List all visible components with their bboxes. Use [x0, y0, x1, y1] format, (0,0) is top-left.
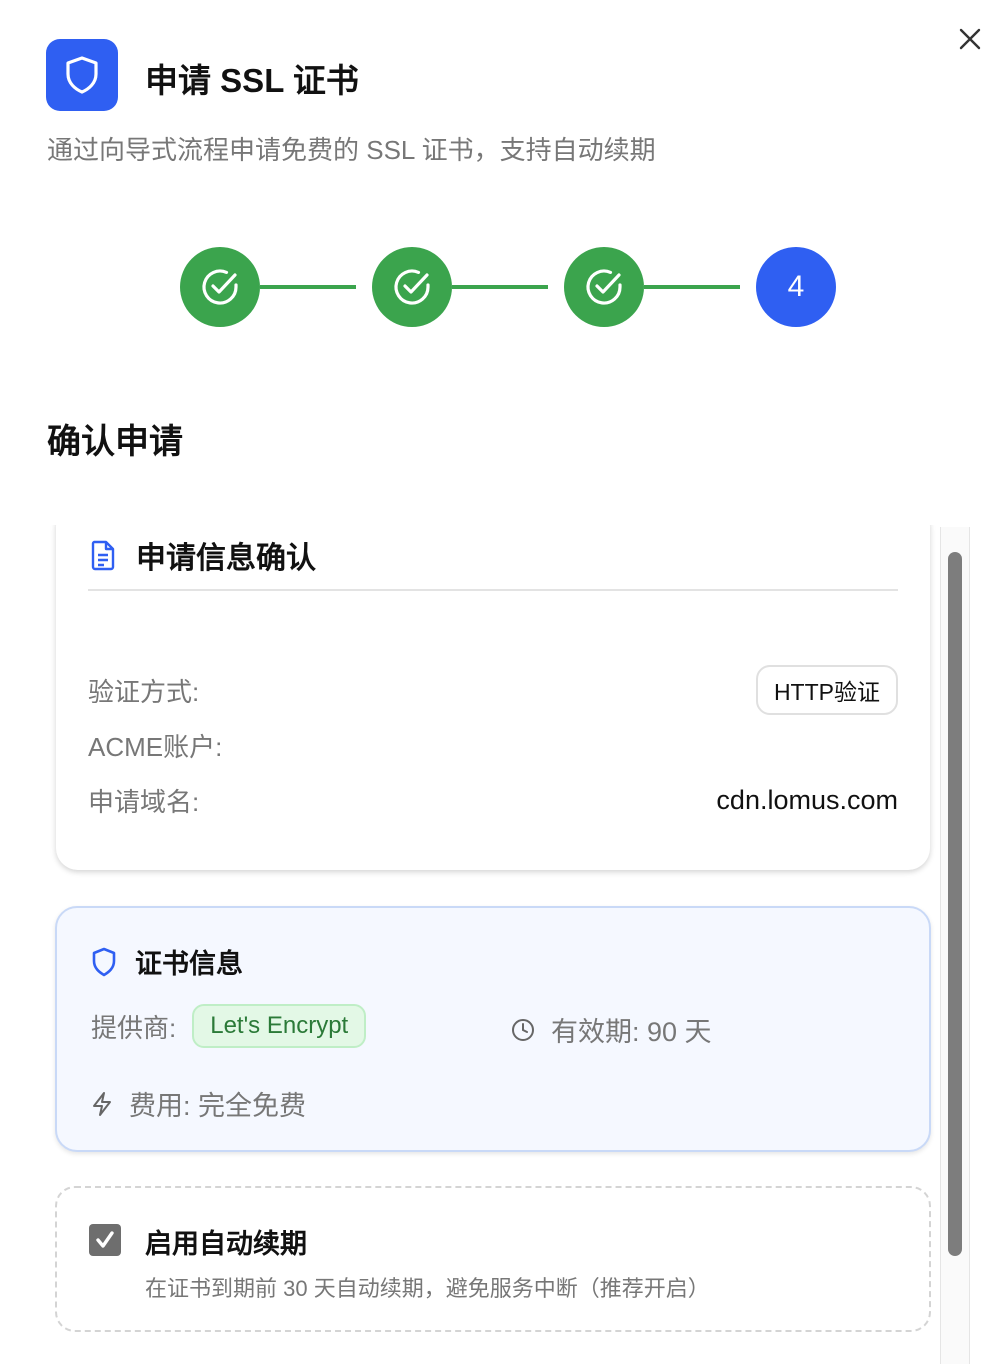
confirm-card: 申请信息确认 验证方式: HTTP验证 ACME账户: 申请域名: cdn.lo…: [56, 525, 930, 870]
domain-value: cdn.lomus.com: [716, 785, 898, 815]
auto-renew-title[interactable]: 启用自动续期: [145, 1229, 307, 1259]
step-3-complete: [564, 247, 644, 327]
document-icon: [91, 540, 115, 571]
confirm-card-title: 申请信息确认: [136, 542, 316, 575]
lightning-icon: [93, 1091, 111, 1116]
cert-title: 证书信息: [135, 949, 243, 979]
provider-label: 提供商:: [91, 1012, 177, 1043]
dialog-title: 申请 SSL 证书: [145, 62, 359, 99]
cost-row: 费用: 完全免费: [91, 1084, 306, 1123]
auto-renew-checkbox[interactable]: [89, 1224, 121, 1256]
shield-icon: [66, 56, 98, 94]
provider-row: 提供商: Let's Encrypt: [91, 1004, 367, 1048]
auto-renew-card: 启用自动续期 在证书到期前 30 天自动续期，避免服务中断（推荐开启）: [55, 1186, 931, 1332]
row-verification-method: 验证方式: HTTP验证: [88, 665, 898, 715]
auto-renew-description: 在证书到期前 30 天自动续期，避免服务中断（推荐开启）: [145, 1276, 710, 1301]
scrollbar-thumb[interactable]: [948, 552, 962, 1256]
check-circle-icon: [394, 269, 430, 305]
cost-text: 费用: 完全免费: [129, 1091, 307, 1121]
validity-row: 有效期: 90 天: [511, 1010, 712, 1049]
dialog-subtitle: 通过向导式流程申请免费的 SSL 证书，支持自动续期: [47, 135, 656, 165]
scroll-area[interactable]: 申请信息确认 验证方式: HTTP验证 ACME账户: 申请域名: cdn.lo…: [0, 525, 1006, 1364]
step-connector: [644, 285, 740, 289]
cert-header: 证书信息: [91, 942, 243, 981]
confirm-card-header: 申请信息确认: [88, 533, 316, 577]
row-label: ACME账户:: [88, 732, 223, 762]
shield-icon: [92, 947, 116, 976]
row-acme-account: ACME账户:: [88, 727, 898, 764]
check-circle-icon: [202, 269, 238, 305]
close-button[interactable]: [955, 24, 985, 54]
section-title: 确认申请: [47, 423, 183, 461]
row-label: 申请域名:: [88, 787, 200, 817]
certificate-info-card: 证书信息 提供商: Let's Encrypt 有效期: 90 天 费用: 完全…: [55, 906, 931, 1152]
shield-logo: [46, 39, 118, 111]
close-icon: [959, 28, 981, 50]
validity-text: 有效期: 90 天: [551, 1017, 712, 1047]
step-connector: [452, 285, 548, 289]
provider-badge: Let's Encrypt: [192, 1004, 367, 1048]
checkmark-icon: [96, 1231, 114, 1248]
step-connector: [260, 285, 356, 289]
check-circle-icon: [586, 269, 622, 305]
row-label: 验证方式:: [88, 676, 200, 707]
row-domain: 申请域名: cdn.lomus.com: [88, 782, 898, 819]
divider: [88, 589, 898, 591]
step-2-complete: [372, 247, 452, 327]
verification-badge: HTTP验证: [755, 665, 898, 715]
clock-icon: [512, 1018, 534, 1041]
step-1-complete: [180, 247, 260, 327]
step-4-current: 4: [756, 247, 836, 327]
